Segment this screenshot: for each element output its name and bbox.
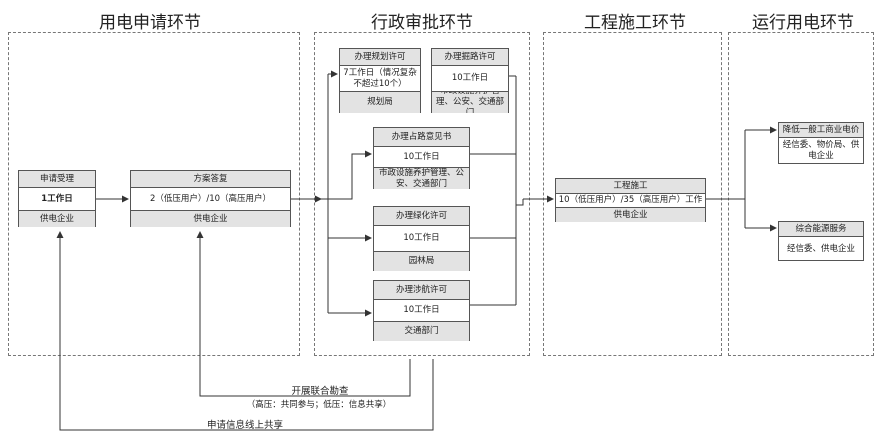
box-road-dig-permit-time: 10工作日	[432, 65, 508, 91]
box-navigation-permit: 办理涉航许可 10工作日 交通部门	[373, 280, 470, 341]
box-application-time: 1工作日	[19, 187, 95, 210]
box-reduce-price: 降低一般工商业电价 经信委、物价局、供电企业	[778, 122, 864, 164]
box-energy-service-owner: 经信委、供电企业	[779, 236, 863, 261]
box-greening-permit-owner: 园林局	[374, 251, 469, 271]
box-navigation-permit-title: 办理涉航许可	[374, 281, 469, 299]
box-application-owner: 供电企业	[19, 210, 95, 227]
box-construction-title: 工程施工	[556, 179, 705, 193]
region-construction	[543, 32, 722, 356]
box-plan-time: 2（低压用户）/10（高压用户）	[131, 187, 290, 210]
box-road-dig-permit-owner: 市政设施养护管理、公安、交通部门	[432, 91, 508, 113]
box-planning-permit: 办理规划许可 7工作日（情况复杂不超过10个） 规划局	[339, 48, 421, 113]
box-reduce-price-title: 降低一般工商业电价	[779, 123, 863, 137]
box-greening-permit-time: 10工作日	[374, 225, 469, 251]
box-energy-service-title: 综合能源服务	[779, 222, 863, 236]
box-greening-permit: 办理绿化许可 10工作日 园林局	[373, 206, 470, 271]
box-road-occupy-opinion-title: 办理占路意见书	[374, 128, 469, 146]
stage-header-admin: 行政审批环节	[371, 13, 473, 33]
region-operation	[728, 32, 874, 356]
note-joint-survey-detail: （高压：共同参与；低压：信息共享）	[246, 400, 392, 410]
box-construction-owner: 供电企业	[556, 207, 705, 222]
box-road-occupy-opinion-owner: 市政设施养护管理、公安、交通部门	[374, 167, 469, 189]
box-energy-service: 综合能源服务 经信委、供电企业	[778, 221, 864, 261]
stage-header-construction: 工程施工环节	[584, 13, 686, 33]
region-apply	[8, 32, 300, 356]
note-info-sharing: 申请信息线上共享	[206, 420, 283, 431]
box-road-occupy-opinion-time: 10工作日	[374, 146, 469, 167]
box-planning-permit-title: 办理规划许可	[340, 49, 420, 65]
stage-header-apply: 用电申请环节	[99, 13, 201, 33]
note-joint-survey: 开展联合勘查	[291, 386, 349, 397]
box-road-occupy-opinion: 办理占路意见书 10工作日 市政设施养护管理、公安、交通部门	[373, 127, 470, 189]
box-construction-time: 10（低压用户）/35（高压用户）工作	[556, 193, 705, 207]
stage-header-operation: 运行用电环节	[752, 13, 854, 33]
box-road-dig-permit: 办理掘路许可 10工作日 市政设施养护管理、公安、交通部门	[431, 48, 509, 113]
box-reduce-price-owner: 经信委、物价局、供电企业	[779, 137, 863, 164]
box-navigation-permit-owner: 交通部门	[374, 321, 469, 341]
box-plan-owner: 供电企业	[131, 210, 290, 227]
box-plan: 方案答复 2（低压用户）/10（高压用户） 供电企业	[130, 170, 291, 227]
box-plan-title: 方案答复	[131, 171, 290, 187]
box-greening-permit-title: 办理绿化许可	[374, 207, 469, 225]
box-planning-permit-time: 7工作日（情况复杂不超过10个）	[340, 65, 420, 91]
box-construction: 工程施工 10（低压用户）/35（高压用户）工作 供电企业	[555, 178, 706, 222]
box-planning-permit-owner: 规划局	[340, 91, 420, 113]
region-admin	[314, 32, 530, 356]
box-application: 申请受理 1工作日 供电企业	[18, 170, 96, 227]
box-application-title: 申请受理	[19, 171, 95, 187]
box-road-dig-permit-title: 办理掘路许可	[432, 49, 508, 65]
box-navigation-permit-time: 10工作日	[374, 299, 469, 321]
